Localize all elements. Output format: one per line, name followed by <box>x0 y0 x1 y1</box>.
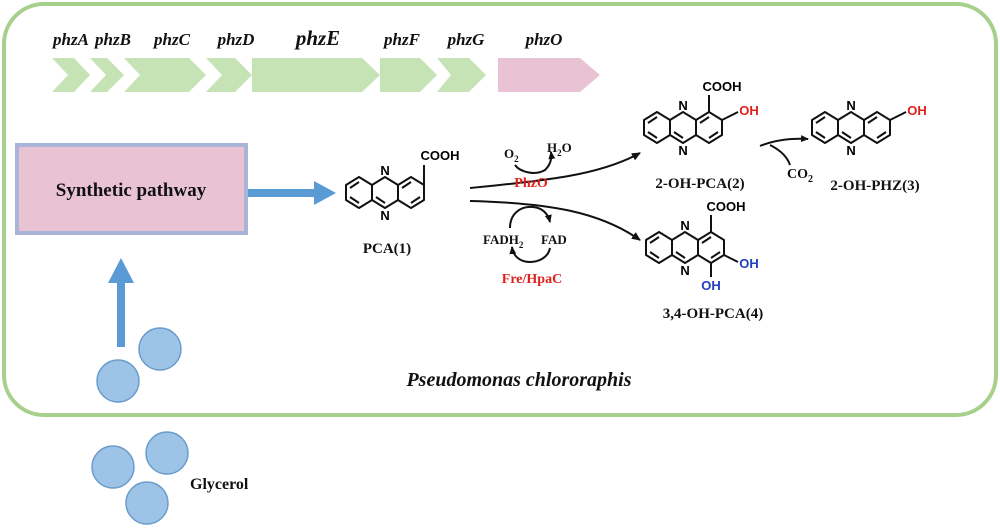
dioh-pca-oh-4: OH <box>701 278 721 293</box>
organism-label: Pseudomonas chlororaphis <box>405 369 631 391</box>
gene-label-phzO: phzO <box>524 30 563 49</box>
oh-phz-oh: OH <box>907 103 927 118</box>
gene-arrow-phzA: phzA <box>51 30 90 92</box>
gene-arrow-phzB: phzB <box>90 30 131 92</box>
arrow-to-oh-pca <box>469 152 641 189</box>
gene-label-phzE: phzE <box>294 26 340 50</box>
dioh-pca-n-top: N <box>680 218 689 233</box>
dioh-pca-cooh: COOH <box>707 199 746 214</box>
gene-label-phzB: phzB <box>93 30 131 49</box>
dioh-pca-n-bottom: N <box>680 263 689 278</box>
pca-n-top: N <box>380 163 389 178</box>
lower-cofactor-arc-top <box>509 205 552 229</box>
oh-pca-oh: OH <box>739 103 759 118</box>
oh-phz-n-top: N <box>846 98 855 113</box>
upper-output: H2O <box>547 140 572 158</box>
glycerol-molecule <box>125 481 169 525</box>
gene-cluster: phzA phzB phzC phzD phzE phzF phzG phzO <box>51 26 600 92</box>
glycerol-molecule <box>91 445 135 489</box>
gene-arrow-phzD: phzD <box>206 30 254 92</box>
phzo-enzyme: PhzO <box>514 176 548 191</box>
oh-pca-n-top: N <box>678 98 687 113</box>
co2-label: CO2 <box>787 167 813 185</box>
oh-pca-cooh: COOH <box>703 79 742 94</box>
gene-arrow-phzO: phzO <box>498 30 600 92</box>
gene-arrow-phzF: phzF <box>380 30 437 92</box>
gene-label-phzG: phzG <box>446 30 486 49</box>
arrow-to-dioh-pca <box>469 200 641 241</box>
lower-output: FAD <box>541 232 567 247</box>
pathway-to-pca-arrow <box>248 181 336 205</box>
dioh-pca-structure: N N COOH OH OH <box>645 199 759 293</box>
decarboxylation-arrow <box>759 135 809 147</box>
lower-cofactor-arc-bottom <box>509 246 551 263</box>
gene-label-phzF: phzF <box>382 30 421 49</box>
pca-structure: N N COOH <box>345 148 460 223</box>
glycerol-molecule <box>138 327 182 371</box>
gene-arrow-phzG: phzG <box>437 30 486 92</box>
lower-input: FADH2 <box>483 232 524 250</box>
dioh-pca-label: 3,4-OH-PCA(4) <box>663 306 763 322</box>
upper-cofactor-arc <box>514 151 556 174</box>
oh-phz-n-bottom: N <box>846 143 855 158</box>
cell-frame <box>2 2 998 417</box>
gene-label-phzA: phzA <box>51 30 89 49</box>
upper-input: O2 <box>504 146 519 164</box>
glycerol-label: Glycerol <box>190 476 249 493</box>
co2-release-arc <box>769 144 791 166</box>
synthetic-pathway-label: Synthetic pathway <box>56 180 207 201</box>
gene-arrow-phzE: phzE <box>252 26 380 92</box>
pca-n-bottom: N <box>380 208 389 223</box>
oh-pca-structure: N N COOH OH <box>643 79 759 158</box>
oh-phz-label: 2-OH-PHZ(3) <box>830 178 919 194</box>
glycerol-molecule <box>145 431 189 475</box>
oh-phz-structure: N N OH <box>811 98 927 158</box>
oh-pca-n-bottom: N <box>678 143 687 158</box>
gene-label-phzD: phzD <box>216 30 255 49</box>
gene-label-phzC: phzC <box>152 30 191 49</box>
glycerol-uptake-arrow <box>108 258 134 347</box>
gene-arrow-phzC: phzC <box>124 30 206 92</box>
synthetic-pathway-box: Synthetic pathway <box>15 143 248 235</box>
dioh-pca-oh-3: OH <box>739 256 759 271</box>
glycerol-molecule <box>96 359 140 403</box>
pca-cooh: COOH <box>421 148 460 163</box>
oh-pca-label: 2-OH-PCA(2) <box>655 176 744 192</box>
frehpac-enzyme: Fre/HpaC <box>502 272 562 287</box>
pca-label: PCA(1) <box>363 241 411 257</box>
